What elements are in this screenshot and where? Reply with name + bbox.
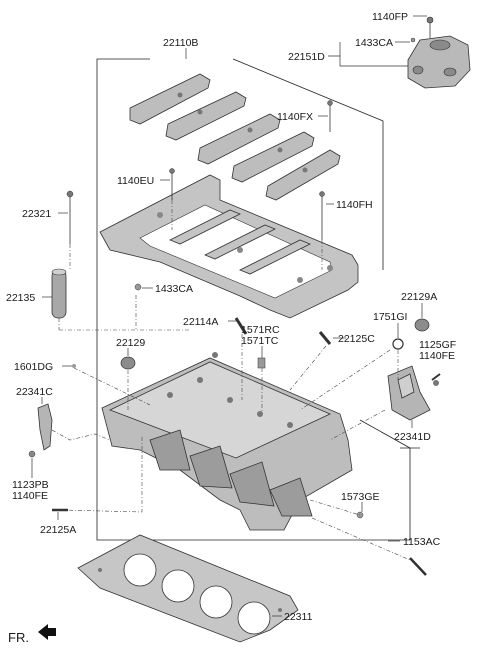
label-1140fx: 1140FX xyxy=(277,111,313,123)
assembly-frame xyxy=(96,58,420,541)
label-1751gi: 1751GI xyxy=(373,311,407,323)
leader-lines xyxy=(31,15,427,617)
camshaft-ladder-frame-part xyxy=(99,174,359,319)
spark-plug-tube-part xyxy=(51,268,67,319)
label-1140eu: 1140EU xyxy=(117,175,154,187)
label-1573ge: 1573GE xyxy=(341,491,380,503)
label-22129: 22129 xyxy=(116,337,145,349)
camshaft-caps-part xyxy=(129,73,341,201)
label-fr: FR. xyxy=(8,630,29,645)
label-22129a: 22129A xyxy=(401,291,437,303)
cylinder-head-part xyxy=(101,352,353,531)
label-22311: 22311 xyxy=(284,611,313,623)
label-1140fh: 1140FH xyxy=(336,199,373,211)
label-1571tc: 1571TC xyxy=(241,335,279,347)
label-1125gf: 1125GF xyxy=(419,339,456,351)
label-1433ca-top: 1433CA xyxy=(355,37,393,49)
label-1153ac: 1153AC xyxy=(403,536,441,548)
label-22110b: 22110B xyxy=(163,37,198,49)
label-22321: 22321 xyxy=(22,208,51,220)
label-22135: 22135 xyxy=(6,292,35,304)
label-22125c: 22125C xyxy=(338,333,375,345)
label-22341c: 22341C xyxy=(16,386,53,398)
head-gasket-part xyxy=(77,534,299,643)
engine-brackets-part xyxy=(28,365,431,458)
label-1433ca-mid: 1433CA xyxy=(155,283,193,295)
label-1140fp: 1140FP xyxy=(372,11,408,23)
front-arrow-icon xyxy=(38,624,56,640)
label-22125a: 22125A xyxy=(40,524,76,536)
label-1140fe-right: 1140FE xyxy=(419,350,455,362)
bracket-22151d-part xyxy=(407,16,471,89)
label-22114a: 22114A xyxy=(183,316,218,328)
label-1140fe-left: 1140FE xyxy=(12,490,48,502)
label-1123pb: 1123PB xyxy=(12,479,49,491)
label-1571rc: 1571RC xyxy=(241,324,280,336)
label-22341d: 22341D xyxy=(394,431,431,443)
part-labels: 1140FP 1433CA 22151D 22110B 1140FX 1140E… xyxy=(6,11,456,645)
alignment-dashed-lines xyxy=(51,200,411,561)
label-1601dg: 1601DG xyxy=(14,361,53,373)
bolts-part xyxy=(66,100,333,244)
label-22151d: 22151D xyxy=(288,51,325,63)
